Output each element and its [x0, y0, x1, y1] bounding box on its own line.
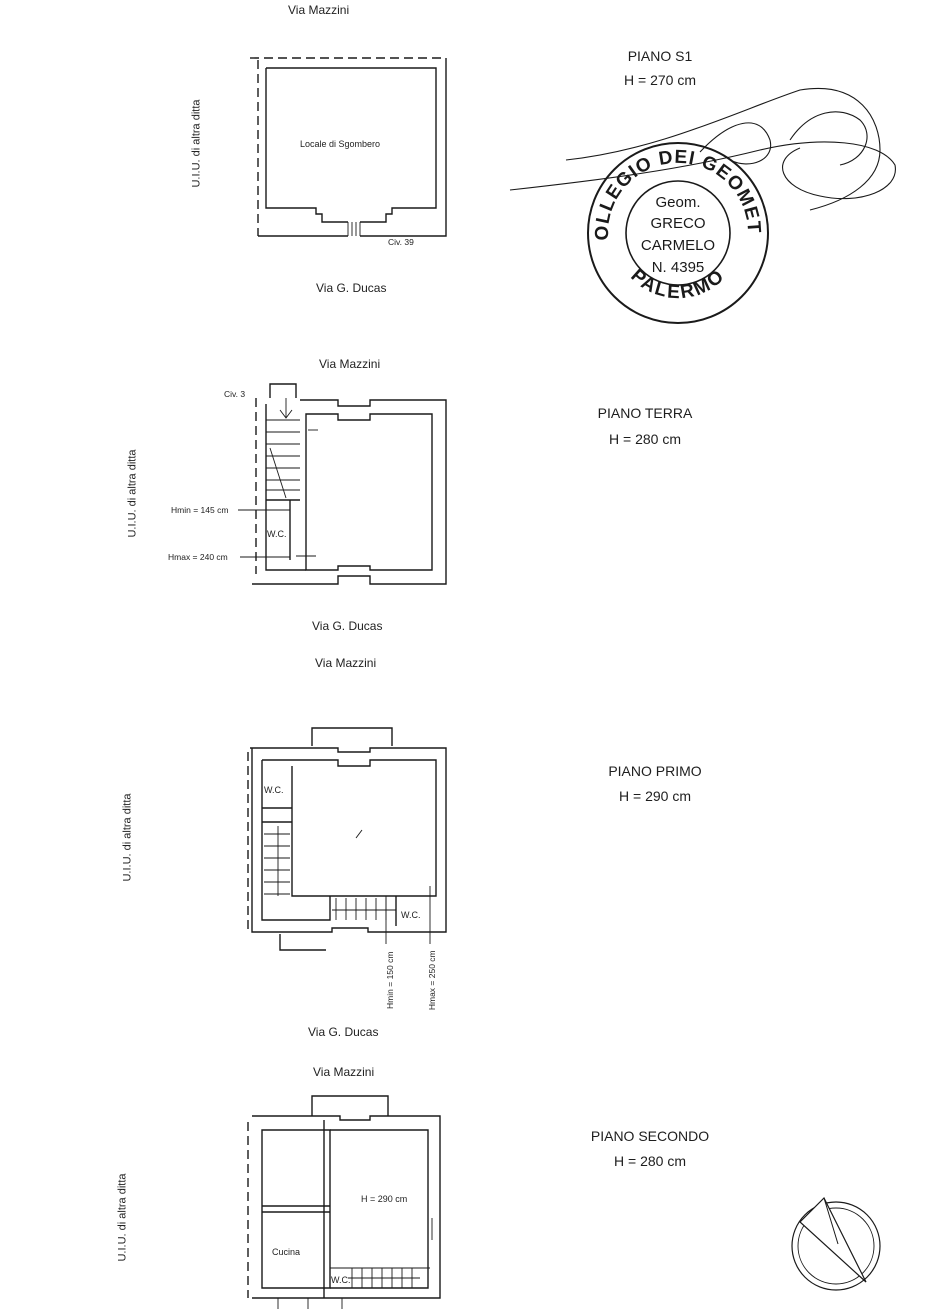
street-label-north-s1: Via Mazzini	[288, 3, 350, 17]
street-label-south-pt: Via G. Ducas	[312, 619, 383, 633]
room-label-p2-wc: W.C.	[331, 1275, 351, 1285]
plan-primo	[247, 727, 447, 951]
street-label-north-p2: Via Mazzini	[313, 1065, 375, 1079]
hmax-label-pt: Hmax = 240 cm	[168, 552, 228, 562]
room-label-s1-storage: Locale di Sgombero	[300, 139, 381, 149]
street-label-north-pt: Via Mazzini	[319, 357, 381, 371]
room-label-p2-cucina: Cucina	[272, 1247, 301, 1257]
level-height-pt: H = 280 cm	[609, 431, 681, 447]
north-arrow-icon	[791, 1196, 881, 1291]
civic-label-s1: Civ. 39	[388, 237, 414, 247]
stamp-line-4: N. 4395	[651, 259, 705, 276]
street-label-south-s1: Via G. Ducas	[316, 281, 387, 295]
stamp-line-3: CARMELO	[640, 237, 716, 254]
level-title-pt: PIANO TERRA	[597, 405, 693, 421]
level-title-p2: PIANO SECONDO	[590, 1128, 710, 1144]
level-title-s1: PIANO S1	[627, 48, 693, 64]
street-label-south-p1: Via G. Ducas	[308, 1025, 379, 1039]
plan-terra	[238, 383, 447, 585]
stamp-line-2: GRECO	[650, 215, 706, 232]
level-title-p1: PIANO PRIMO	[608, 763, 702, 779]
civic-label-pt: Civ. 3	[224, 389, 246, 399]
level-height-s1: H = 270 cm	[624, 72, 696, 88]
stamp-seal-icon: COLLEGIO DEI GEOMETRI PALERMO	[576, 122, 769, 324]
street-label-north-p1: Via Mazzini	[315, 656, 377, 670]
stamp-line-1: Geom.	[655, 194, 701, 211]
plan-secondo	[247, 1095, 441, 1309]
plan-s1	[250, 57, 447, 237]
room-label-p2-height: H = 290 cm	[361, 1194, 408, 1204]
room-label-p1-wc1: W.C.	[264, 785, 284, 795]
room-label-p1-wc2: W.C.	[401, 910, 421, 920]
level-height-p2: H = 280 cm	[614, 1153, 686, 1169]
room-label-pt-wc: W.C.	[267, 529, 287, 539]
signature-scribble	[509, 87, 896, 211]
level-height-p1: H = 290 cm	[619, 788, 691, 804]
hmin-label-pt: Hmin = 145 cm	[171, 505, 229, 515]
professional-stamp: COLLEGIO DEI GEOMETRI PALERMO Geom. GREC…	[576, 122, 773, 328]
